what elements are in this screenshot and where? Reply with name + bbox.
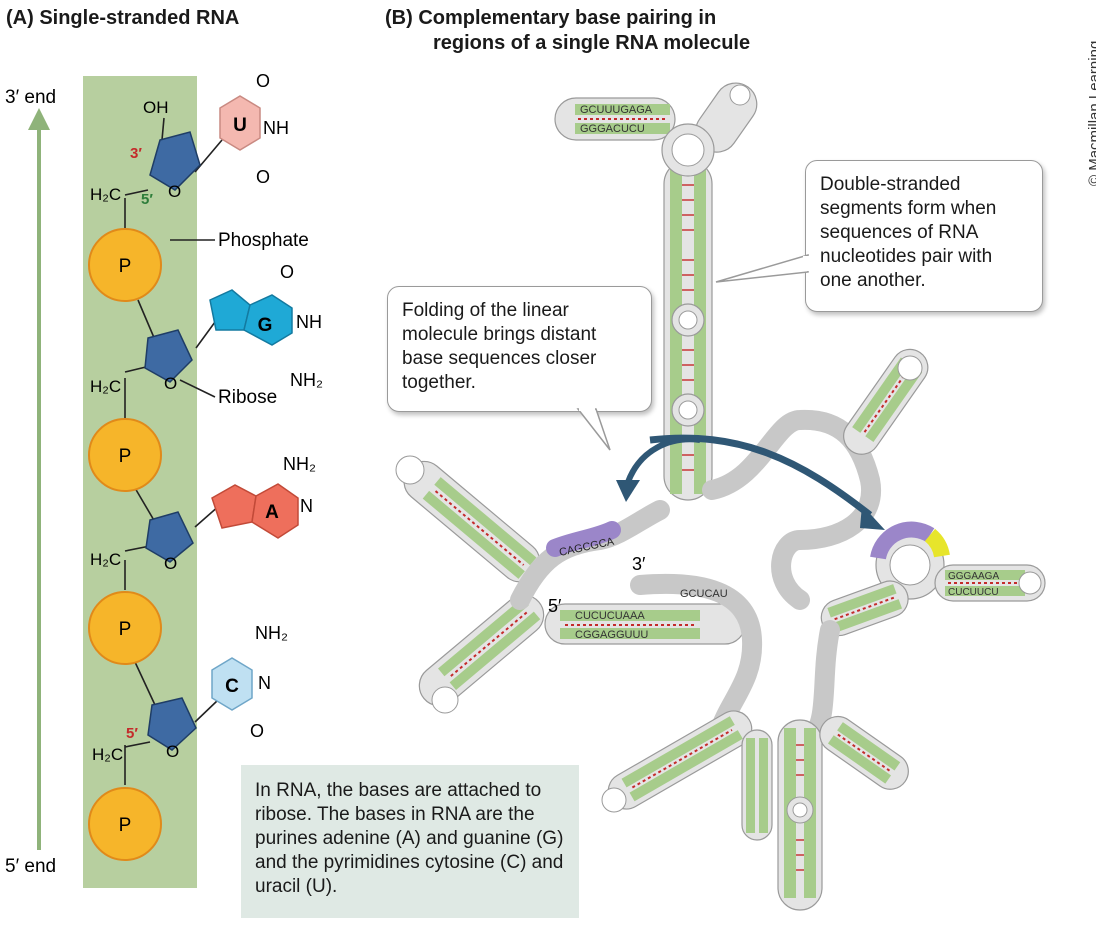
guanine-group-nh: NH <box>296 312 322 332</box>
base-letter-g: G <box>258 315 273 336</box>
end-5-label: 5′ end <box>5 856 56 877</box>
ribose-1 <box>149 131 201 191</box>
fold-arrow-left-head <box>616 480 640 502</box>
backbone-bonds <box>124 117 223 785</box>
phosphate-2 <box>88 418 162 492</box>
right-hairpin-arm: GGGAAGA CUCUUCU <box>934 564 1046 602</box>
rna-bases-note: In RNA, the bases are attached to ribose… <box>241 765 579 918</box>
seq-top-hairpin-a: GCUUUGAGA <box>580 104 653 116</box>
seq-5prime-b: CGGAGGUUU <box>575 629 648 641</box>
ribose-labels: OH 3′ 5′ 5′ H₂C H₂C H₂C H₂C O O O O Phos… <box>90 98 309 764</box>
top-hairpin-left: GCUUUGAGA GGGACUCU <box>554 97 676 141</box>
ribose-3 <box>145 511 194 563</box>
right-upper-loop <box>702 409 882 610</box>
guanine-group-nh2: NH₂ <box>290 370 323 390</box>
bottom-hairpin-right <box>819 715 909 790</box>
bottom-stem-middle <box>741 729 773 841</box>
ribose-group <box>144 131 201 751</box>
ring-o-3: O <box>164 554 177 573</box>
left-upper-arm <box>403 460 541 583</box>
prime-3-label: 3′ <box>130 145 142 162</box>
five-prime-hairpin: CUCUCUAAA CGGAGGUUU <box>544 603 746 645</box>
bottom-stem-down <box>777 719 823 911</box>
ch2-1: H₂C <box>90 185 121 204</box>
main-stem <box>663 159 713 501</box>
uracil-group-o1: O <box>256 71 270 91</box>
adenine-group-n: N <box>300 496 313 516</box>
uracil-group-o2: O <box>256 167 270 187</box>
callout-folding: Folding of the linear molecule brings di… <box>387 286 652 412</box>
phosphate-group: P P P P <box>88 228 162 861</box>
phosphate-4 <box>88 787 162 861</box>
three-prime-strand <box>630 573 763 740</box>
right-top-hairpin <box>843 348 929 455</box>
ch2-3: H₂C <box>90 550 121 569</box>
uracil-group-nh: NH <box>263 118 289 138</box>
guanine-group-o: O <box>280 262 294 282</box>
seq-right-b: CUCUUCU <box>948 587 999 598</box>
panel-a-title: (A) Single-stranded RNA <box>6 7 240 29</box>
left-lower-arm <box>418 594 545 707</box>
adenine-group-nh2: NH₂ <box>283 454 316 474</box>
callout-double-stranded: Double-stranded segments form when seque… <box>805 160 1043 312</box>
phosphate-symbol-3: P <box>119 619 132 640</box>
panel-a-diagram: 3′ end 5′ end P P P P <box>5 71 323 888</box>
fold-arrow-right <box>649 434 873 518</box>
ribose-label: Ribose <box>218 387 277 408</box>
phosphate-3 <box>88 591 162 665</box>
ring-o-2: O <box>164 374 177 393</box>
cytosine-group-nh2: NH₂ <box>255 623 288 643</box>
base-adenine: A NH₂ N <box>211 454 316 539</box>
ch2-2: H₂C <box>90 377 121 396</box>
hydroxyl-label: OH <box>143 98 169 117</box>
phosphate-1 <box>88 228 162 302</box>
bottom-hairpin-left <box>607 710 753 810</box>
ring-o-4: O <box>166 742 179 761</box>
ring-o-1: O <box>168 182 181 201</box>
phosphate-symbol-4: P <box>119 815 132 836</box>
direction-arrow-head <box>28 108 50 130</box>
base-letter-c: C <box>225 676 239 697</box>
ch2-4: H₂C <box>92 745 123 764</box>
ribose-4 <box>147 697 197 751</box>
fold-arrow-right-head <box>860 505 885 530</box>
prime-5-label-top: 5′ <box>141 191 153 208</box>
prime-5-label-bottom: 5′ <box>126 725 138 742</box>
cytosine-group-o: O <box>250 721 264 741</box>
seq-right-a: GGGAAGA <box>948 571 999 582</box>
ribose-2 <box>144 329 193 383</box>
cytosine-group-n: N <box>258 673 271 693</box>
base-letter-u: U <box>233 115 247 136</box>
seq-top-hairpin-b: GGGACUCU <box>580 123 645 135</box>
end-3-marker: 3′ <box>632 554 646 574</box>
base-guanine: G O NH NH₂ <box>209 262 323 390</box>
end-3-label: 3′ end <box>5 87 56 108</box>
phosphate-symbol-2: P <box>119 446 132 467</box>
seq-5prime-a: CUCUCUAAA <box>575 610 645 622</box>
phosphate-label: Phosphate <box>218 230 309 251</box>
phosphate-symbol-1: P <box>119 256 132 277</box>
end-5-marker: 5′ <box>548 596 562 616</box>
panel-b-title-line2: regions of a single RNA molecule <box>433 32 751 54</box>
seq-3prime: GCUCAU <box>680 588 728 600</box>
base-cytosine: C NH₂ N O <box>211 623 288 741</box>
panel-b-title-line1: (B) Complementary base pairing in <box>385 7 717 29</box>
base-letter-a: A <box>265 502 279 523</box>
base-uracil: U O NH O <box>219 71 289 187</box>
